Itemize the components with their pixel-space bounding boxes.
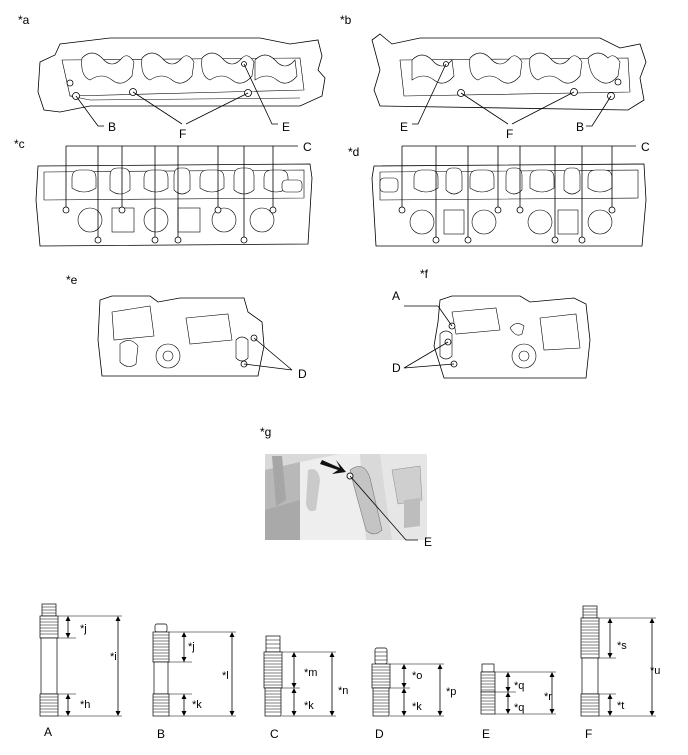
stud-a-dim-top: *j xyxy=(80,623,87,635)
view-label-e: *e xyxy=(66,273,78,287)
callout-f-a: F xyxy=(179,127,186,141)
view-label-a: *a xyxy=(18,13,30,27)
stud-c-dim-bottom: *k xyxy=(304,700,314,712)
callout-e-a: E xyxy=(282,120,290,134)
stud-c-dim-top: *m xyxy=(304,667,317,679)
stud-bolt-specs: *j *i *h A *j *l *k B xyxy=(39,603,660,741)
stud-f-dim-top: *s xyxy=(617,640,627,652)
valve-bore-row-d xyxy=(413,167,613,195)
stud-c: *m *n *k C xyxy=(263,635,348,741)
view-a-cylinder-head-top: *a B F E xyxy=(18,13,326,141)
callout-a-f: A xyxy=(392,289,400,303)
view-label-b: *b xyxy=(340,13,352,27)
stud-e: *q *r *q E xyxy=(480,663,556,741)
stud-a-label: A xyxy=(44,725,52,739)
callout-e-g: E xyxy=(424,535,432,549)
callout-b-a: B xyxy=(108,120,116,134)
stud-f-dim-bottom: *t xyxy=(617,700,624,712)
port-row-d xyxy=(379,177,613,235)
stud-f-dim-total: *u xyxy=(650,665,660,677)
stud-b-label: B xyxy=(157,727,165,741)
view-b-cylinder-head-top: *b E F B xyxy=(340,13,647,141)
stud-hole-a-b xyxy=(614,78,622,86)
view-label-c: *c xyxy=(14,137,25,151)
stud-d-label: D xyxy=(375,727,384,741)
view-f-cylinder-head-end: *f A D xyxy=(392,267,591,379)
stud-d: *o *p *k D xyxy=(371,647,456,741)
stud-f-label: F xyxy=(585,727,592,741)
stud-c-dim-total: *n xyxy=(338,685,348,697)
callout-d-f: D xyxy=(392,361,401,375)
cam-journal-row-a xyxy=(81,52,298,84)
stud-hole-a xyxy=(66,79,74,87)
callout-c-d: C xyxy=(641,140,650,154)
stud-b: *j *l *k B xyxy=(152,623,236,741)
view-c-cylinder-head-side: *c xyxy=(14,137,313,247)
stud-f: *s *u *t F xyxy=(580,605,660,741)
view-label-d: *d xyxy=(348,145,359,159)
stud-a-dim-total: *i xyxy=(110,651,117,663)
stud-e-dim-top: *q xyxy=(514,680,524,692)
stud-b-dim-bottom: *k xyxy=(192,699,202,711)
stud-holes-c xyxy=(62,206,277,244)
port-row-c xyxy=(77,179,303,233)
callout-c-c: C xyxy=(303,140,312,154)
stud-e-dim-total: *r xyxy=(544,691,552,703)
stud-d-dim-top: *o xyxy=(412,670,422,682)
stud-b-dim-total: *l xyxy=(222,670,229,682)
stud-d-dim-bottom: *k xyxy=(412,701,422,713)
stud-b-dim-top: *j xyxy=(188,641,195,653)
view-g-photo: *g E xyxy=(260,425,432,549)
view-e-cylinder-head-end: *e D xyxy=(66,273,307,381)
stud-e-dim-bottom: *q xyxy=(514,702,524,714)
cam-journal-row-b xyxy=(411,52,621,84)
callout-e-b: E xyxy=(400,120,408,134)
arrow-icon xyxy=(320,460,346,474)
stud-a-dim-bottom: *h xyxy=(80,699,90,711)
stud-c-label: C xyxy=(270,727,279,741)
view-label-g: *g xyxy=(260,425,271,439)
callout-b-b: B xyxy=(576,120,584,134)
stud-d-dim-total: *p xyxy=(446,686,456,698)
view-d-cylinder-head-side: *d xyxy=(348,140,650,247)
view-label-f: *f xyxy=(420,267,429,281)
stud-e-label: E xyxy=(482,727,490,741)
callout-d-e: D xyxy=(298,367,307,381)
stud-a: *j *i *h A xyxy=(39,603,122,739)
callout-f-b: F xyxy=(506,127,513,141)
